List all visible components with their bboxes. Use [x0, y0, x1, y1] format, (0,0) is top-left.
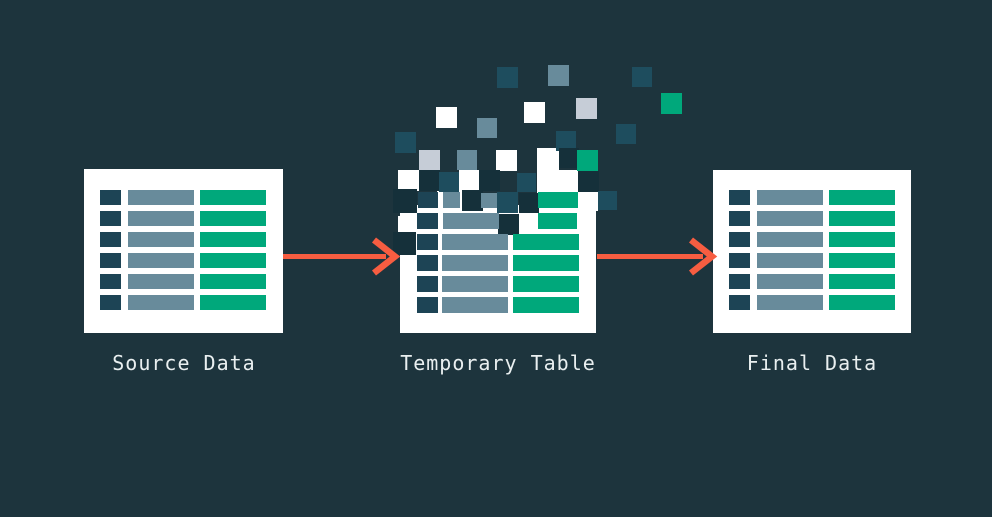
- table-row: [100, 232, 283, 247]
- arrow-right-icon: [283, 237, 401, 276]
- table-row: [100, 211, 283, 226]
- pixel-square: [419, 150, 440, 171]
- temporary-table-card: [400, 205, 596, 333]
- row-text-bar: [128, 211, 194, 226]
- row-text-bar: [757, 232, 823, 247]
- pixel-square: [398, 170, 419, 191]
- row-text-bar: [128, 253, 194, 268]
- row-value-bar: [200, 295, 266, 310]
- row-value-bar: [829, 232, 895, 247]
- pixel-square: [439, 172, 459, 192]
- row-text-bar: [757, 211, 823, 226]
- row-text-bar: [128, 274, 194, 289]
- row-value-bar: [200, 274, 266, 289]
- source-data-card: [84, 169, 283, 333]
- row-key-cell: [729, 253, 750, 268]
- row-text-bar: [757, 295, 823, 310]
- table-row: [100, 190, 283, 205]
- pixel-square: [616, 124, 636, 144]
- row-text-bar: [128, 190, 194, 205]
- table-row: [729, 190, 911, 205]
- pixel-square: [537, 170, 578, 205]
- row-value-bar: [200, 190, 266, 205]
- table-row: [729, 253, 911, 268]
- source-data-label: Source Data: [112, 351, 256, 375]
- row-key-cell: [100, 253, 121, 268]
- pixel-square: [598, 191, 617, 210]
- row-key-cell: [100, 190, 121, 205]
- arrow-right-icon: [597, 237, 718, 276]
- row-key-cell: [100, 274, 121, 289]
- pixel-square: [577, 150, 598, 171]
- row-key-cell: [729, 274, 750, 289]
- final-table-rows: [729, 190, 911, 310]
- row-text-bar: [757, 274, 823, 289]
- pixel-square: [537, 148, 559, 170]
- pixel-square: [419, 170, 440, 191]
- table-row: [729, 232, 911, 247]
- source-table-rows: [100, 190, 283, 310]
- row-text-bar: [128, 232, 194, 247]
- table-row: [729, 295, 911, 310]
- row-text-bar: [128, 295, 194, 310]
- pixel-square: [576, 98, 597, 119]
- pixel-square: [497, 67, 518, 88]
- pixel-square: [632, 67, 652, 87]
- pixel-square: [559, 148, 579, 168]
- row-key-cell: [729, 232, 750, 247]
- pixel-square: [395, 132, 416, 153]
- pixel-square: [459, 170, 480, 191]
- row-value-bar: [200, 253, 266, 268]
- pixel-square: [457, 150, 477, 170]
- pixel-square: [517, 173, 536, 192]
- row-key-cell: [729, 190, 750, 205]
- row-value-bar: [829, 253, 895, 268]
- pixel-square: [578, 171, 599, 192]
- table-row: [100, 295, 283, 310]
- row-key-cell: [100, 232, 121, 247]
- pixel-square: [548, 65, 569, 86]
- table-row: [729, 274, 911, 289]
- pixel-square: [496, 150, 517, 171]
- pixel-square: [477, 118, 497, 138]
- row-value-bar: [829, 295, 895, 310]
- pixel-square: [436, 107, 457, 128]
- row-value-bar: [829, 211, 895, 226]
- final-data-label: Final Data: [746, 351, 878, 375]
- row-value-bar: [200, 232, 266, 247]
- table-row: [100, 274, 283, 289]
- row-key-cell: [729, 211, 750, 226]
- row-key-cell: [729, 295, 750, 310]
- row-value-bar: [200, 211, 266, 226]
- pixel-square: [524, 102, 545, 123]
- pixel-square: [479, 170, 500, 191]
- row-key-cell: [100, 211, 121, 226]
- row-text-bar: [757, 190, 823, 205]
- table-row: [100, 253, 283, 268]
- row-key-cell: [100, 295, 121, 310]
- row-text-bar: [757, 253, 823, 268]
- temporary-table-label: Temporary Table: [400, 351, 596, 375]
- table-row: [729, 211, 911, 226]
- pixel-square: [556, 131, 576, 151]
- pixel-square: [661, 93, 682, 114]
- row-value-bar: [829, 190, 895, 205]
- row-value-bar: [829, 274, 895, 289]
- final-data-card: [713, 170, 911, 333]
